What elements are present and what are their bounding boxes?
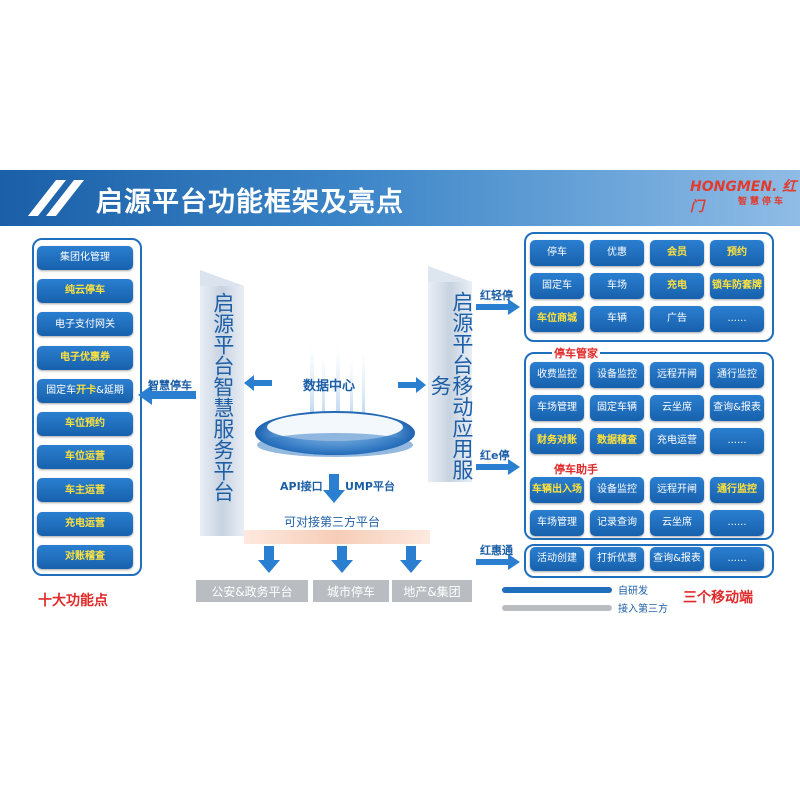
- parking-manager-item: 车场管理: [530, 395, 584, 421]
- parking-manager-item: 查询&报表: [710, 395, 764, 421]
- arrow-down-icon: [400, 546, 422, 573]
- parking-manager-item: 财务对账: [530, 428, 584, 454]
- honghuitong-item: 查询&报表: [650, 547, 704, 571]
- hongqingting-item: ......: [710, 306, 764, 332]
- bottom-box-public-security: 公安&政务平台: [196, 580, 308, 602]
- function-point-item: 纯云停车: [37, 279, 133, 304]
- parking-assistant-item: 车辆出入场: [530, 477, 584, 503]
- bottom-box-city-parking: 城市停车: [313, 580, 389, 602]
- legend-label-third-party: 接入第三方: [618, 604, 668, 615]
- parking-assistant-item: ......: [710, 510, 764, 536]
- title-banner: [0, 170, 800, 226]
- mobile-ends-caption: 三个移动端: [683, 590, 753, 606]
- parking-assistant-item: 云坐席: [650, 510, 704, 536]
- parking-assistant-item: 远程开闸: [650, 477, 704, 503]
- legend-swatch-self: [502, 587, 612, 593]
- pillar-smart-service-label: 启源平台智慧服务平台: [210, 292, 235, 502]
- function-point-item: 固定车开卡&延期: [37, 378, 133, 403]
- arrow-down-icon: [258, 546, 280, 573]
- honghuitong-item: ......: [710, 547, 764, 571]
- page-title: 启源平台功能框架及亮点: [96, 187, 404, 218]
- parking-assistant-item: 记录查询: [590, 510, 644, 536]
- parking-manager-item: 固定车辆: [590, 395, 644, 421]
- function-point-item: 充电运营: [37, 511, 133, 536]
- third-party-platform-bar: [244, 530, 430, 544]
- function-point-item-part: 开卡: [76, 385, 97, 397]
- parking-assistant-item: 设备监控: [590, 477, 644, 503]
- pillar-mobile-service: 启源平台移动应用服务: [428, 266, 474, 482]
- arrow-down-icon: [331, 546, 353, 573]
- hongqingting-item: 停车: [530, 240, 584, 266]
- smart-parking-label: 智慧停车: [148, 379, 192, 392]
- hongqingting-item: 锁车防套牌: [710, 273, 764, 299]
- arrow-right-icon: [398, 377, 426, 393]
- company-logo: HONGMEN. 红门: [690, 179, 797, 215]
- function-points-caption: 十大功能点: [38, 593, 108, 609]
- arrow-down-icon: [323, 474, 345, 503]
- hongqingting-item: 预约: [710, 240, 764, 266]
- function-point-item-part: &延期: [96, 385, 124, 397]
- arrow-right-icon: [476, 459, 520, 475]
- parking-manager-label: 停车管家: [552, 345, 600, 361]
- hongqingting-item: 车辆: [590, 306, 644, 332]
- hongqingting-item: 固定车: [530, 273, 584, 299]
- honghuitong-item: 打折优惠: [590, 547, 644, 571]
- arrow-right-icon: [476, 299, 520, 315]
- function-point-item: 车位预约: [37, 412, 133, 436]
- parking-assistant-item: 车场管理: [530, 510, 584, 536]
- parking-manager-item: 数据稽查: [590, 428, 644, 454]
- honghuitong-item: 活动创建: [530, 547, 584, 571]
- hongqingting-label: 红轻停: [480, 289, 513, 302]
- parking-manager-item: 远程开闸: [650, 362, 704, 388]
- function-point-item: 车位运营: [37, 445, 133, 470]
- legend-label-self: 自研发: [618, 586, 648, 597]
- function-point-item: 电子优惠券: [37, 345, 133, 370]
- function-point-item: 车主运营: [37, 478, 133, 503]
- function-point-item: 对账稽查: [37, 544, 133, 569]
- parking-manager-item: 充电运营: [650, 428, 704, 454]
- legend-swatch-third-party: [502, 605, 612, 611]
- hongqingting-item: 优惠: [590, 240, 644, 266]
- parking-manager-item: 设备监控: [590, 362, 644, 388]
- parking-assistant-label: 停车助手: [552, 461, 600, 477]
- hongeting-label: 红e停: [480, 449, 510, 462]
- parking-manager-item: ......: [710, 428, 764, 454]
- hongqingting-item: 广告: [650, 306, 704, 332]
- pillar-smart-service: 启源平台智慧服务平台: [200, 270, 244, 536]
- pillar-mobile-service-label: 启源平台移动应用服务: [428, 290, 474, 480]
- data-center-graphic: [255, 345, 415, 457]
- logo-subtitle: 智慧停车: [738, 197, 787, 207]
- hongqingting-item: 车场: [590, 273, 644, 299]
- hongqingting-item: 充电: [650, 273, 704, 299]
- function-point-item: 集团化管理: [37, 246, 133, 270]
- function-point-item: 电子支付网关: [37, 312, 133, 337]
- api-label: API接口: [280, 480, 323, 493]
- parking-manager-item: 云坐席: [650, 395, 704, 421]
- function-point-item-part: 固定车: [46, 385, 77, 397]
- parking-assistant-item: 通行监控: [710, 477, 764, 503]
- ump-label: UMP平台: [345, 480, 395, 493]
- arrow-left-icon: [138, 385, 196, 405]
- arrow-right-icon: [476, 554, 520, 570]
- honghuitong-label: 红惠通: [480, 544, 513, 557]
- hongqingting-item: 会员: [650, 240, 704, 266]
- bottom-box-real-estate: 地产&集团: [392, 580, 472, 602]
- data-center-label: 数据中心: [303, 379, 356, 394]
- parking-manager-item: 收费监控: [530, 362, 584, 388]
- hongqingting-item: 车位商城: [530, 306, 584, 332]
- third-party-label: 可对接第三方平台: [284, 515, 381, 529]
- parking-manager-item: 通行监控: [710, 362, 764, 388]
- arrow-left-icon: [244, 375, 272, 391]
